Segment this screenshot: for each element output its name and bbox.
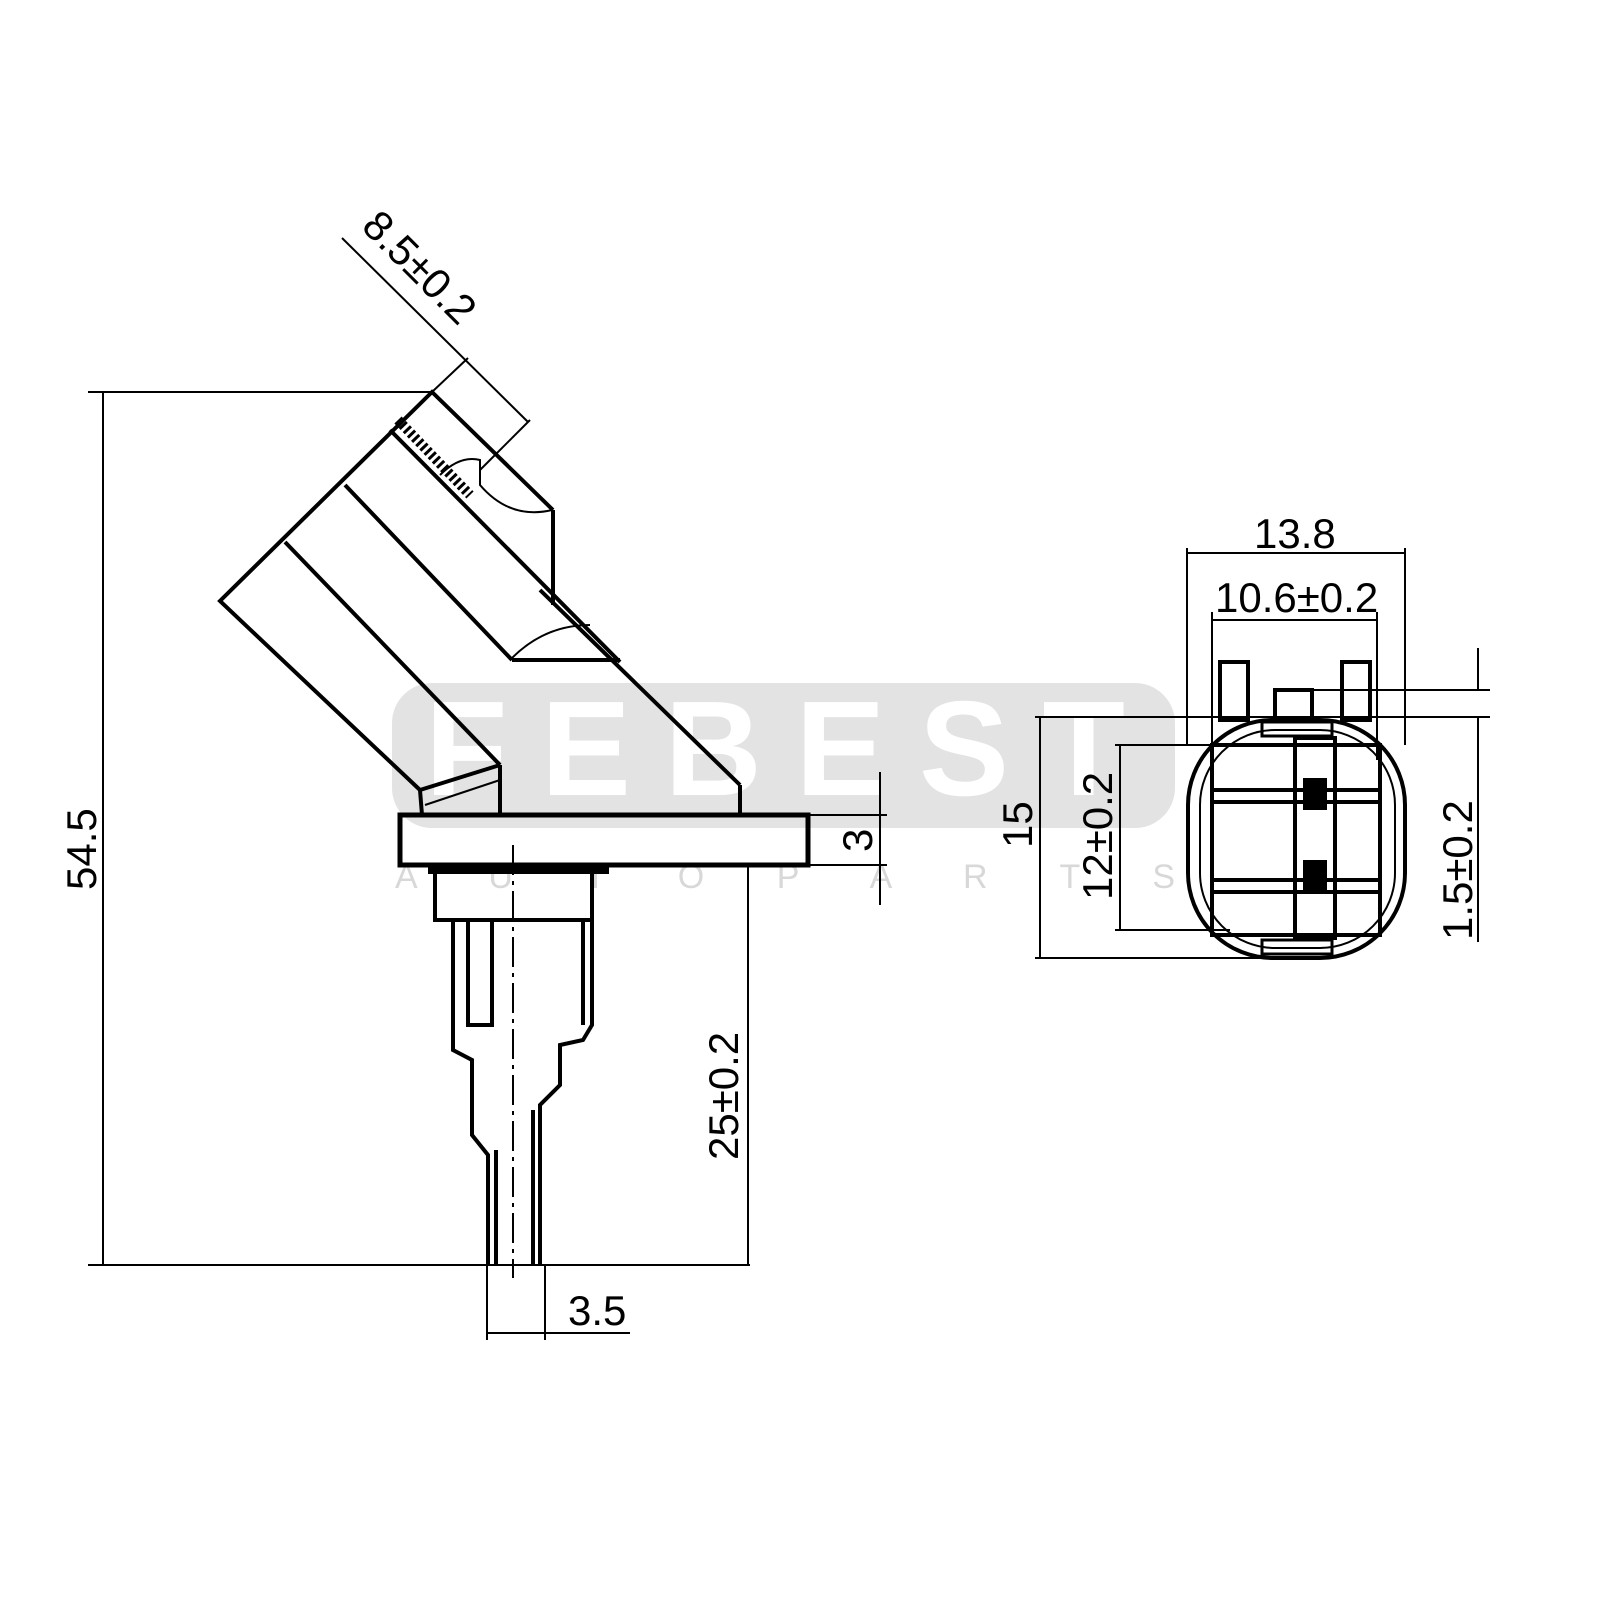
dim-overall-height-label: 54.5 [58,808,105,890]
connector-view: 13.8 10.6±0.2 15 12±0.2 1.5±0.2 [994,510,1490,960]
dim-flange-thickness-label: 3 [834,829,881,852]
dim-inner-width [1211,612,1378,760]
dim-overall-height [88,391,750,1266]
sensor-shaft [428,863,609,1265]
dim-outer-width [1186,548,1406,745]
dim-inner-height-label: 12±0.2 [1074,772,1121,900]
dim-head-width-label: 8.5±0.2 [354,201,486,333]
dim-key-offset [1312,648,1490,942]
dim-outer-width-label: 13.8 [1254,510,1336,557]
dim-outer-height [1035,716,1490,959]
dim-inner-width-label: 10.6±0.2 [1215,574,1378,621]
dim-shaft-length-label: 25±0.2 [700,1032,747,1160]
dim-key-offset-label: 1.5±0.2 [1434,800,1481,940]
dim-head-width [341,237,531,471]
dim-flange-thickness [808,772,887,905]
dim-outer-height-label: 15 [994,801,1041,848]
sensor-head [217,389,742,816]
connector-body [1186,660,1407,960]
dim-inner-height [1115,744,1230,931]
dim-tip-width [486,1265,630,1340]
dim-tip-width-label: 3.5 [568,1287,626,1334]
